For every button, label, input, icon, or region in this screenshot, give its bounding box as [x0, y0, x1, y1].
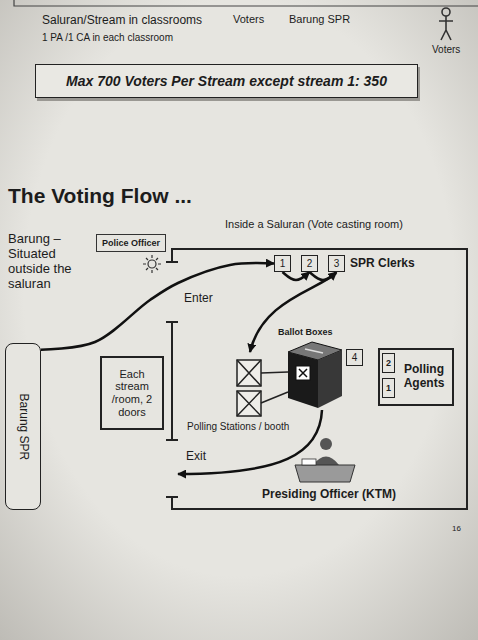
callout-number: 3: [334, 258, 340, 270]
ballot-cross: [299, 369, 307, 377]
agent-box: 1: [382, 378, 395, 398]
section-text: Saluran/Stream in classrooms: [42, 14, 202, 28]
part-label: Polling Stations / booth: [187, 421, 289, 433]
door-label: Enter: [184, 292, 213, 306]
booth-link: [261, 372, 288, 403]
role-box: Police Officer: [96, 234, 166, 252]
clerk-box: 3: [328, 255, 345, 272]
flow-arrow: [250, 273, 336, 352]
info-box: Max 700 Voters Per Stream except stream …: [35, 64, 418, 98]
callout-number: 2: [307, 258, 313, 270]
number-box: 4: [346, 349, 363, 366]
booth-cross: [237, 391, 261, 416]
section-text: 1 PA /1 CA in each classroom: [42, 32, 173, 44]
polling-booths: [237, 360, 261, 416]
box-slot: [305, 349, 323, 353]
agents-box: Polling Agents 2 1: [378, 348, 454, 406]
sun-rays: [143, 255, 161, 273]
officer-body: [313, 457, 339, 466]
flow-connector: [41, 263, 274, 349]
role-label: SPR Clerks: [350, 257, 415, 271]
callout-number: 2: [386, 358, 391, 368]
page-title: The Voting Flow ...: [8, 184, 192, 208]
previous-box-edge: [14, 0, 478, 6]
room-heading: Inside a Saluran (Vote casting room): [225, 218, 403, 231]
figure-head: [442, 8, 450, 16]
figure-body: [439, 16, 453, 40]
role-label: Presiding Officer (KTM): [262, 488, 396, 502]
connectors: [41, 263, 337, 349]
room-outline: Inside a Saluran (Vote casting room)1234…: [172, 248, 468, 510]
voter-figure: [439, 8, 453, 40]
desk-papers: [302, 459, 316, 465]
box-text: Barung SPR: [16, 393, 30, 460]
part-label: Ballot Boxes: [278, 327, 333, 337]
legend-text: Voters: [233, 13, 264, 26]
booth: [237, 391, 261, 416]
callout-number: 1: [280, 258, 286, 270]
box-side: [318, 350, 342, 408]
box-text: Police Officer: [102, 238, 160, 248]
ballot-box: [288, 342, 342, 408]
clerk-box: 1: [274, 255, 291, 272]
booth: [237, 360, 261, 386]
sun-symbol: [143, 255, 161, 273]
sun-disc: [148, 260, 156, 268]
figure-label: Voters: [432, 44, 460, 56]
box-text: Each stream /room, 2 doors: [102, 368, 162, 419]
exit-arrow: [178, 410, 322, 474]
presiding-officer-figure: [295, 438, 355, 482]
door-label: Exit: [186, 450, 206, 464]
officer-head: [320, 438, 332, 450]
box-front: [288, 352, 318, 408]
page-number: 16: [452, 524, 461, 533]
officer-desk: [295, 465, 355, 482]
note-text: Barung – Situated outside the saluran: [8, 232, 72, 292]
legend-text: Barung SPR: [289, 13, 350, 26]
clerk-box: 2: [301, 255, 318, 272]
agent-box: 2: [382, 353, 395, 373]
callout-number: 4: [352, 352, 358, 364]
flow-connector: [310, 272, 337, 280]
door-note-box: Each stream /room, 2 doors: [100, 356, 164, 430]
callout-number: 1: [386, 383, 391, 393]
barung-box: Barung SPR: [5, 343, 41, 510]
box-text: Polling Agents: [396, 363, 452, 391]
ballot-paper: [296, 366, 310, 380]
box-text: Max 700 Voters Per Stream except stream …: [66, 73, 387, 89]
flow-connector: [283, 272, 310, 280]
booth-cross: [237, 360, 261, 386]
